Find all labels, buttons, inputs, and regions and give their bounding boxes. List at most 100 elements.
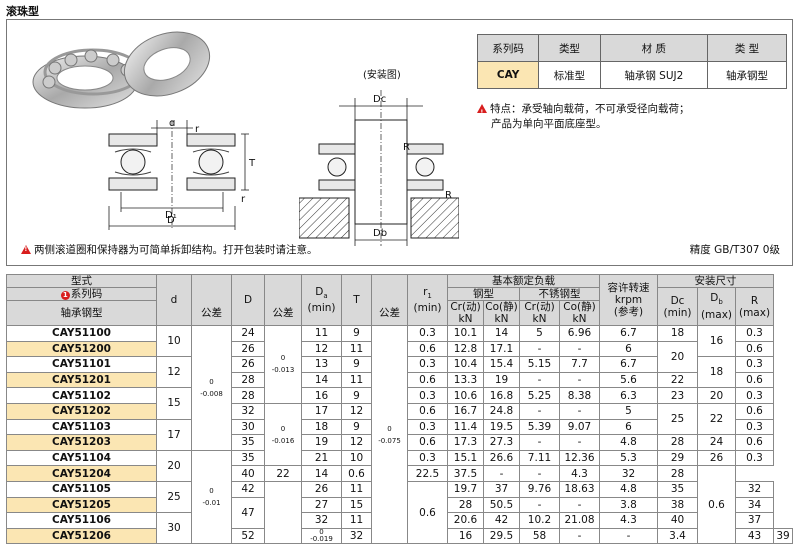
table-cell: 6 — [599, 418, 658, 436]
header-co-steel: Co(静)kN — [483, 300, 520, 326]
table-cell: - — [483, 465, 520, 482]
table-cell: 13 — [301, 356, 342, 373]
table-row: CAY51104 20 0-0.01 35 21 10 0.3 15.1 26.… — [6, 449, 793, 545]
table-cell: 52 — [231, 527, 265, 545]
table-cell: 19.5 — [483, 418, 520, 436]
table-cell: 28 — [657, 434, 698, 451]
table-cell: CAY51102 — [6, 387, 157, 404]
header-db: Db(max) — [697, 287, 736, 326]
header-R: R(max) — [734, 287, 775, 326]
table-cell: 0.3 — [407, 418, 448, 436]
dim-label-T: T — [248, 158, 256, 169]
table-cell: 11 — [341, 340, 372, 358]
table-cell: 40 — [231, 465, 265, 482]
precision-note: 精度 GB/T307 0级 — [689, 244, 780, 256]
table-row: CAY51201 28 14 11 0.6 13.3 19 - - 5.6 22… — [6, 371, 793, 389]
table-cell: 47 — [231, 496, 265, 529]
bearing-photo — [32, 31, 211, 109]
table-cell: 22 — [264, 465, 302, 482]
table-cell: 39 — [773, 527, 793, 545]
table-cell: 37.5 — [447, 465, 484, 482]
table-cell: 12 — [341, 434, 372, 451]
product-info-panel: d r T r D₁ D (安装图) — [6, 19, 793, 266]
table-cell: 29.5 — [483, 527, 520, 545]
table-cell: 42 — [483, 512, 520, 529]
table-cell: 20 — [156, 449, 192, 482]
table-cell: 0.6 — [407, 480, 448, 545]
table-cell: 32 — [341, 527, 372, 545]
table-cell: 0.3 — [407, 356, 448, 373]
table-cell: 16 — [697, 324, 736, 358]
table-cell: - — [559, 527, 600, 545]
table-cell: CAY51202 — [6, 402, 157, 420]
table-cell: 25 — [156, 480, 192, 514]
table-cell: 8.38 — [559, 387, 600, 404]
table-cell: 27 — [301, 496, 342, 514]
table-row: CAY51206 52 0-0.019 32 16 29.5 58 - - 3.… — [6, 527, 793, 545]
table-cell: 11 — [341, 480, 372, 498]
table-cell: 32 — [734, 480, 775, 498]
table-cell: 11 — [341, 512, 372, 529]
number-1-icon: 1 — [60, 291, 70, 300]
table-cell: 0.6 — [341, 465, 372, 482]
table-cell: 13.3 — [447, 371, 484, 389]
table-cell: 9 — [341, 325, 372, 342]
spec-type2: 轴承钢型 — [707, 61, 787, 89]
dim-label-R2: R — [445, 190, 452, 201]
table-cell: 4.3 — [559, 465, 600, 482]
table-cell: - — [559, 371, 600, 389]
table-cell: 22 — [697, 402, 736, 436]
table-cell: 37 — [734, 512, 775, 529]
table-cell: 28 — [231, 387, 265, 404]
table-cell: 9.07 — [559, 418, 600, 436]
installation-drawing: Dc R R Db — [299, 90, 459, 246]
table-cell: CAY51200 — [6, 340, 157, 358]
table-cell: 32 — [231, 402, 265, 420]
warning-icon — [21, 245, 31, 254]
table-cell: 0.3 — [734, 387, 775, 404]
table-cell: 5 — [599, 402, 658, 420]
table-cell: 42 — [231, 480, 265, 498]
series-spec-table: 系列码 类型 材 质 类 型 CAY 标准型 轴承钢 SUJ2 轴承钢型 — [476, 34, 787, 89]
table-cell: 0.6 — [734, 402, 775, 420]
table-cell: 58 — [519, 527, 560, 545]
feature-line-1: 特点：承受轴向载荷，不可承受径向载荷； — [490, 103, 690, 115]
table-cell: 26.6 — [483, 449, 520, 467]
table-cell: 28 — [231, 371, 265, 389]
table-cell: 35 — [231, 434, 265, 451]
table-cell — [264, 480, 302, 545]
table-cell: 10.2 — [519, 512, 560, 529]
disassembly-note-text: 两侧滚道圈和保持器为可简单拆卸结构。打开包装时请注意。 — [34, 244, 318, 256]
table-cell: 28 — [657, 465, 698, 482]
header-cr-steel: Cr(动)kN — [447, 300, 484, 326]
table-cell: 16.7 — [447, 402, 484, 420]
table-cell: 15.1 — [447, 449, 484, 467]
table-cell: 21.08 — [559, 512, 600, 529]
table-cell: 38 — [657, 496, 698, 514]
table-cell: 34 — [734, 496, 775, 514]
dim-label-r: r — [195, 124, 200, 135]
table-cell: 12.8 — [447, 340, 484, 358]
header-r: r1(min) — [407, 274, 448, 326]
dim-label-Dc: Dc — [373, 94, 386, 105]
table-cell: 20 — [657, 340, 698, 373]
table-cell: 6 — [599, 340, 658, 358]
table-cell: 10 — [341, 449, 372, 467]
table-cell: 7.7 — [559, 356, 600, 373]
table-cell: 0.6 — [407, 371, 448, 389]
spec-header-series: 系列码 — [476, 34, 540, 62]
table-cell: 12 — [341, 402, 372, 420]
table-cell: 9 — [341, 418, 372, 436]
table-cell: 25 — [657, 402, 698, 436]
table-cell: 32 — [599, 465, 658, 482]
table-cell: 14 — [301, 371, 342, 389]
header-model: 轴承钢型 — [6, 300, 157, 326]
table-cell: 0.3 — [407, 325, 448, 342]
warning-icon — [477, 104, 487, 120]
table-cell: 0.3 — [734, 356, 775, 373]
spec-header-type2: 类 型 — [707, 34, 787, 62]
table-cell: 50.5 — [483, 496, 520, 514]
header-d-tolerance: 公差 — [191, 300, 232, 326]
table-row: CAY51100 10 0-0.008 24 0-0.013 11 9 0-0.… — [6, 324, 793, 545]
table-cell: 24 — [231, 325, 265, 342]
